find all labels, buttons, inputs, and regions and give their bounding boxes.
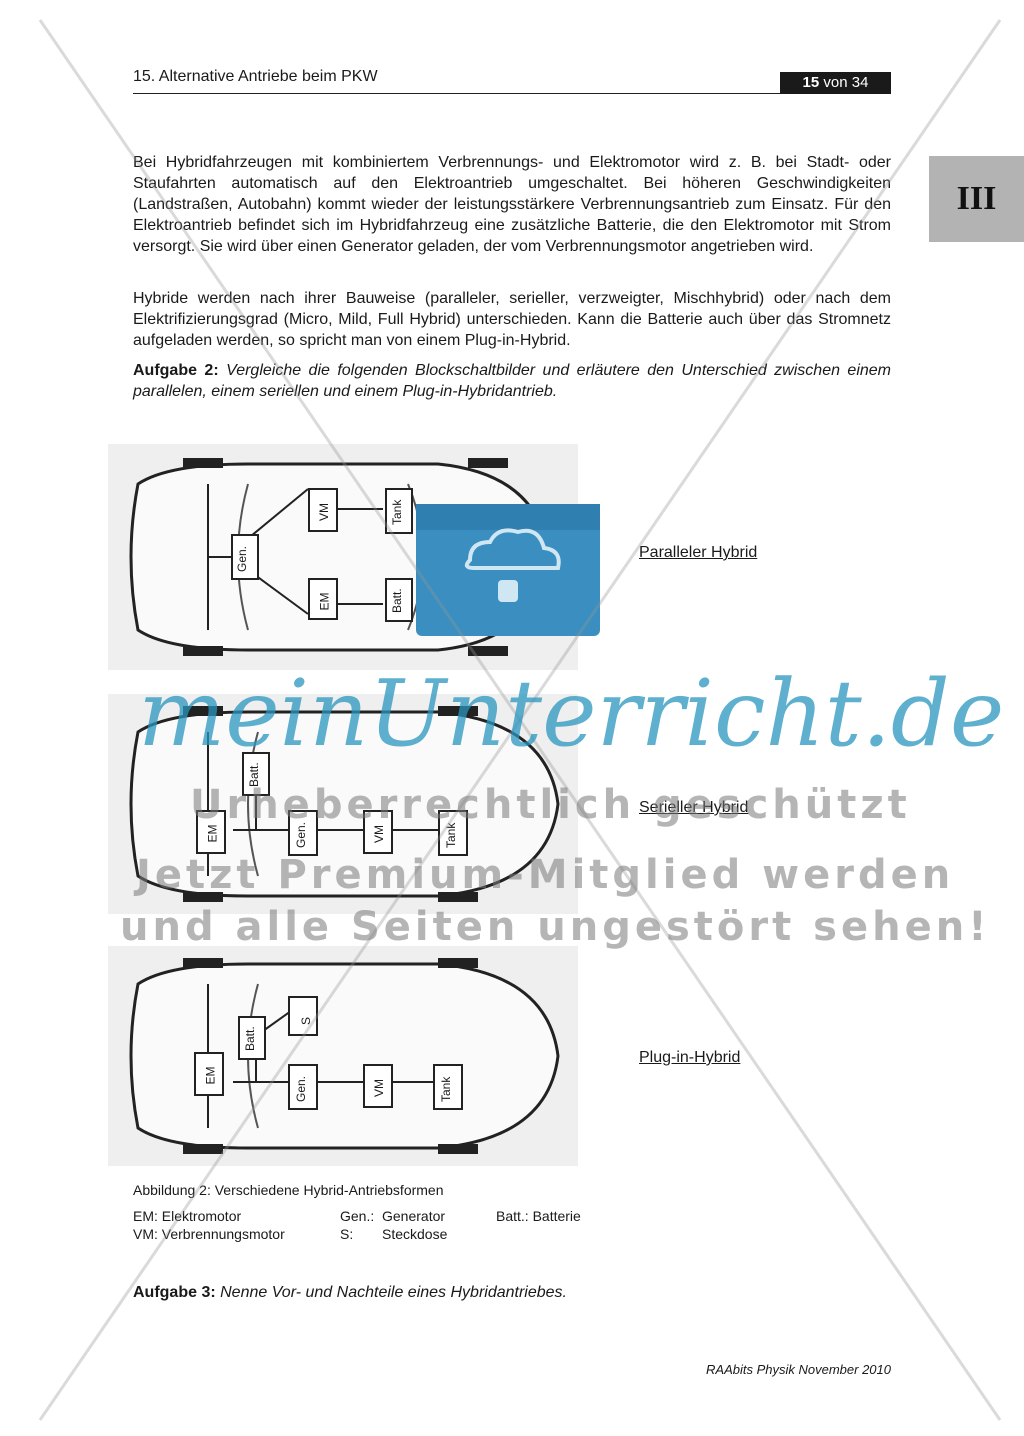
batt-box: Batt. <box>242 752 270 796</box>
tank-box: Tank <box>433 1064 463 1110</box>
diagram-plugin-hybrid: S Batt. EM Gen. VM Tank <box>108 946 578 1166</box>
task-3: Aufgabe 3: Nenne Vor- und Nachteile eine… <box>133 1282 891 1303</box>
em-label: EM <box>317 592 332 611</box>
vm-box: VM <box>363 810 393 854</box>
header-rule <box>133 93 891 94</box>
legend-batt: Batt.: Batterie <box>496 1208 581 1224</box>
task-3-text: Nenne Vor- und Nachteile eines Hybridant… <box>220 1284 567 1301</box>
tank-box: Tank <box>385 488 413 534</box>
header-title: 15. Alternative Antriebe beim PKW <box>133 68 378 85</box>
em-label: EM <box>203 1066 218 1085</box>
vm-box: VM <box>363 1064 393 1108</box>
vm-label: VM <box>317 503 331 521</box>
legend-s-value: Steckdose <box>382 1226 448 1242</box>
legend-vm: VM: Verbrennungsmotor <box>133 1226 285 1242</box>
label-plugin-hybrid: Plug-in-Hybrid <box>639 1049 741 1066</box>
gen-box: Gen. <box>288 810 318 856</box>
batt-box: Batt. <box>385 578 413 622</box>
gen-box: Gen. <box>288 1064 318 1110</box>
task-3-label: Aufgabe 3: <box>133 1284 216 1301</box>
task-2: Aufgabe 2: Vergleiche die folgenden Bloc… <box>133 360 891 402</box>
cloud-save-icon <box>416 504 600 636</box>
gen-label: Gen. <box>235 545 249 572</box>
label-parallel-hybrid: Paralleler Hybrid <box>639 544 758 561</box>
legend-s-key: S: <box>340 1226 354 1242</box>
em-box: EM <box>196 810 226 854</box>
gen-label: Gen. <box>294 1075 308 1102</box>
socket-label: S <box>299 1016 313 1025</box>
intro-paragraph: Bei Hybridfahrzeugen mit kombiniertem Ve… <box>133 154 891 255</box>
tank-box: Tank <box>438 810 468 856</box>
page-indicator: 15 von 34 <box>780 72 891 94</box>
vm-label: VM <box>372 1079 386 1097</box>
batt-label: Batt. <box>247 762 261 787</box>
vm-label: VM <box>372 825 386 843</box>
types-paragraph: Hybride werden nach ihrer Bauweise (para… <box>133 290 891 349</box>
page-total: von 34 <box>823 74 869 91</box>
task-2-text: Vergleiche die folgenden Blockschaltbild… <box>133 362 892 400</box>
em-label: EM <box>205 824 220 843</box>
gen-label: Gen. <box>294 821 308 848</box>
tank-label: Tank <box>439 1076 453 1102</box>
em-box: EM <box>308 578 338 620</box>
legend-gen-key: Gen.: <box>340 1208 375 1224</box>
chapter-tab: III <box>929 156 1024 242</box>
gen-box: Gen. <box>231 534 259 580</box>
socket-box: S <box>288 996 318 1036</box>
diagram-serial-hybrid: Batt. EM Gen. VM Tank <box>108 694 578 914</box>
legend-gen-value: Generator <box>382 1208 446 1224</box>
batt-label: Batt. <box>243 1026 257 1051</box>
tank-label: Tank <box>444 822 458 848</box>
label-serial-hybrid: Serieller Hybrid <box>639 799 749 816</box>
vm-box: VM <box>308 488 338 532</box>
batt-label: Batt. <box>390 588 404 613</box>
task-2-label: Aufgabe 2: <box>133 362 219 379</box>
footer-source: RAAbits Physik November 2010 <box>706 1362 891 1377</box>
figure-caption: Abbildung 2: Verschiedene Hybrid-Antrieb… <box>133 1182 444 1198</box>
page-current: 15 <box>802 74 820 91</box>
tank-label: Tank <box>390 499 404 525</box>
em-box: EM <box>194 1052 224 1096</box>
legend-em: EM: Elektromotor <box>133 1208 242 1224</box>
batt-box: Batt. <box>238 1016 266 1060</box>
